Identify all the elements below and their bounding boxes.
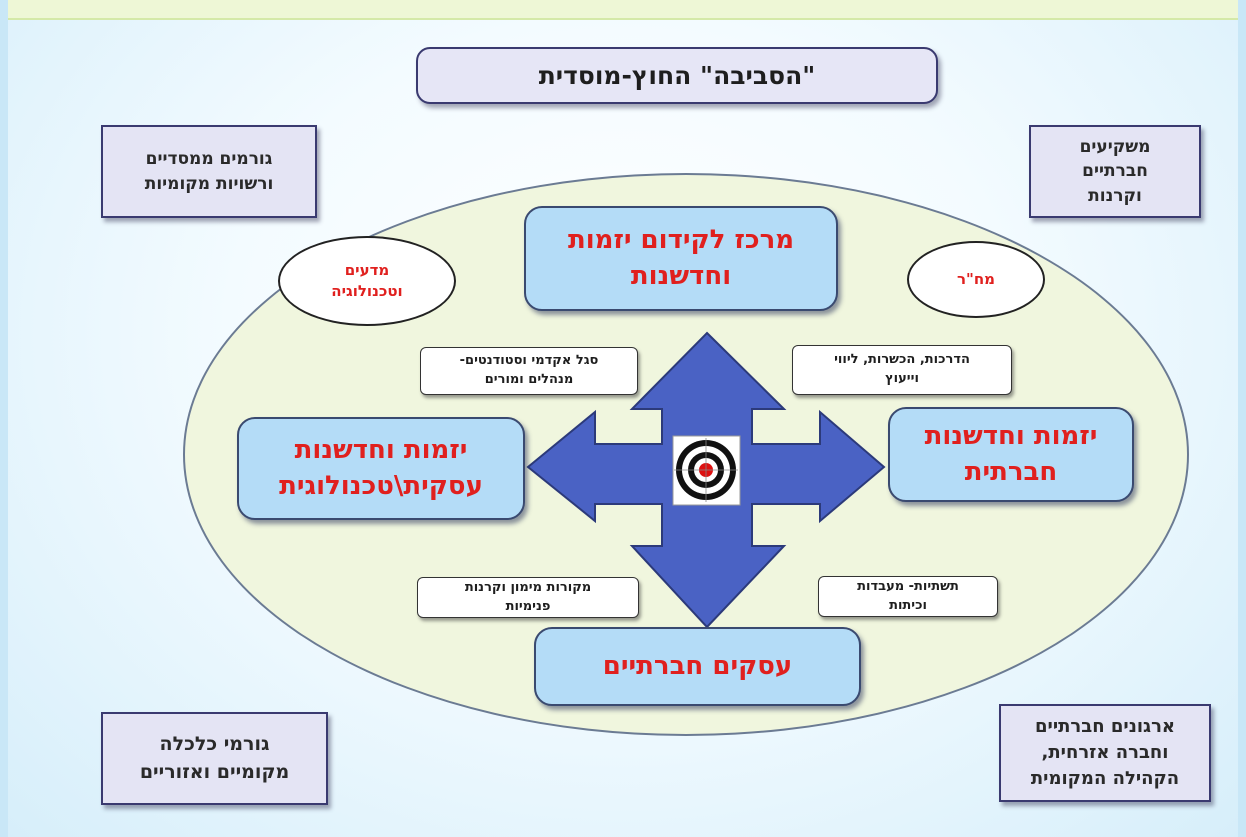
small-text-top-left: סגל אקדמי וסטודנטים- מנהלים ומורים	[459, 353, 599, 387]
left-edge-bar	[0, 0, 8, 837]
small-text-top-right: הדרכות, הכשרות, ליווי וייעוץ	[834, 352, 970, 386]
diagram-title-text: "הסביבה" החוץ-מוסדית	[538, 61, 816, 90]
small-box-top-right: הדרכות, הכשרות, ליווי וייעוץ	[792, 345, 1012, 395]
oval-right: מח"ר	[907, 241, 1045, 318]
corner-box-bottom-left: גורמי כלכלה מקומיים ואזוריים	[101, 712, 328, 805]
oval-text-left: מדעים וטכנולוגיה	[331, 261, 403, 300]
center-text-top: מרכז לקידום יזמות וחדשנות	[567, 225, 795, 291]
diagram-title: "הסביבה" החוץ-מוסדית	[416, 47, 938, 104]
center-box-right: יזמות וחדשנות חברתית	[888, 407, 1134, 502]
small-text-bottom-right: תשתיות- מעבדות וכיתות	[857, 578, 959, 613]
center-text-right: יזמות וחדשנות חברתית	[924, 421, 1098, 487]
small-text-bottom-left: מקורות מימון וקרנות פנימיות	[464, 579, 592, 614]
corner-box-bottom-right: ארגונים חברתיים וחברה אזרחית, הקהילה המק…	[999, 704, 1211, 802]
center-box-bottom: עסקים חברתיים	[534, 627, 861, 706]
small-box-bottom-right: תשתיות- מעבדות וכיתות	[818, 576, 998, 617]
oval-text-right: מח"ר	[957, 270, 996, 288]
right-edge-bar	[1238, 0, 1246, 837]
center-box-left: יזמות וחדשנות עסקית\טכנולוגית	[237, 417, 525, 520]
oval-left: מדעים וטכנולוגיה	[278, 236, 456, 326]
center-box-top: מרכז לקידום יזמות וחדשנות	[524, 206, 838, 311]
corner-box-top-left: גורמים ממסדיים ורשויות מקומיות	[101, 125, 317, 218]
target-icon	[672, 435, 741, 506]
corner-text-top-left: גורמים ממסדיים ורשויות מקומיות	[144, 148, 274, 194]
corner-text-bottom-left: גורמי כלכלה מקומיים ואזוריים	[139, 732, 290, 783]
small-box-top-left: סגל אקדמי וסטודנטים- מנהלים ומורים	[420, 347, 638, 395]
corner-text-top-right: משקיעים חברתיים וקרנות	[1079, 136, 1151, 206]
corner-box-top-right: משקיעים חברתיים וקרנות	[1029, 125, 1201, 218]
center-text-bottom: עסקים חברתיים	[602, 650, 793, 681]
corner-text-bottom-right: ארגונים חברתיים וחברה אזרחית, הקהילה המק…	[1030, 715, 1180, 790]
center-text-left: יזמות וחדשנות עסקית\טכנולוגית	[279, 435, 483, 501]
small-box-bottom-left: מקורות מימון וקרנות פנימיות	[417, 577, 639, 618]
top-band	[0, 0, 1246, 20]
